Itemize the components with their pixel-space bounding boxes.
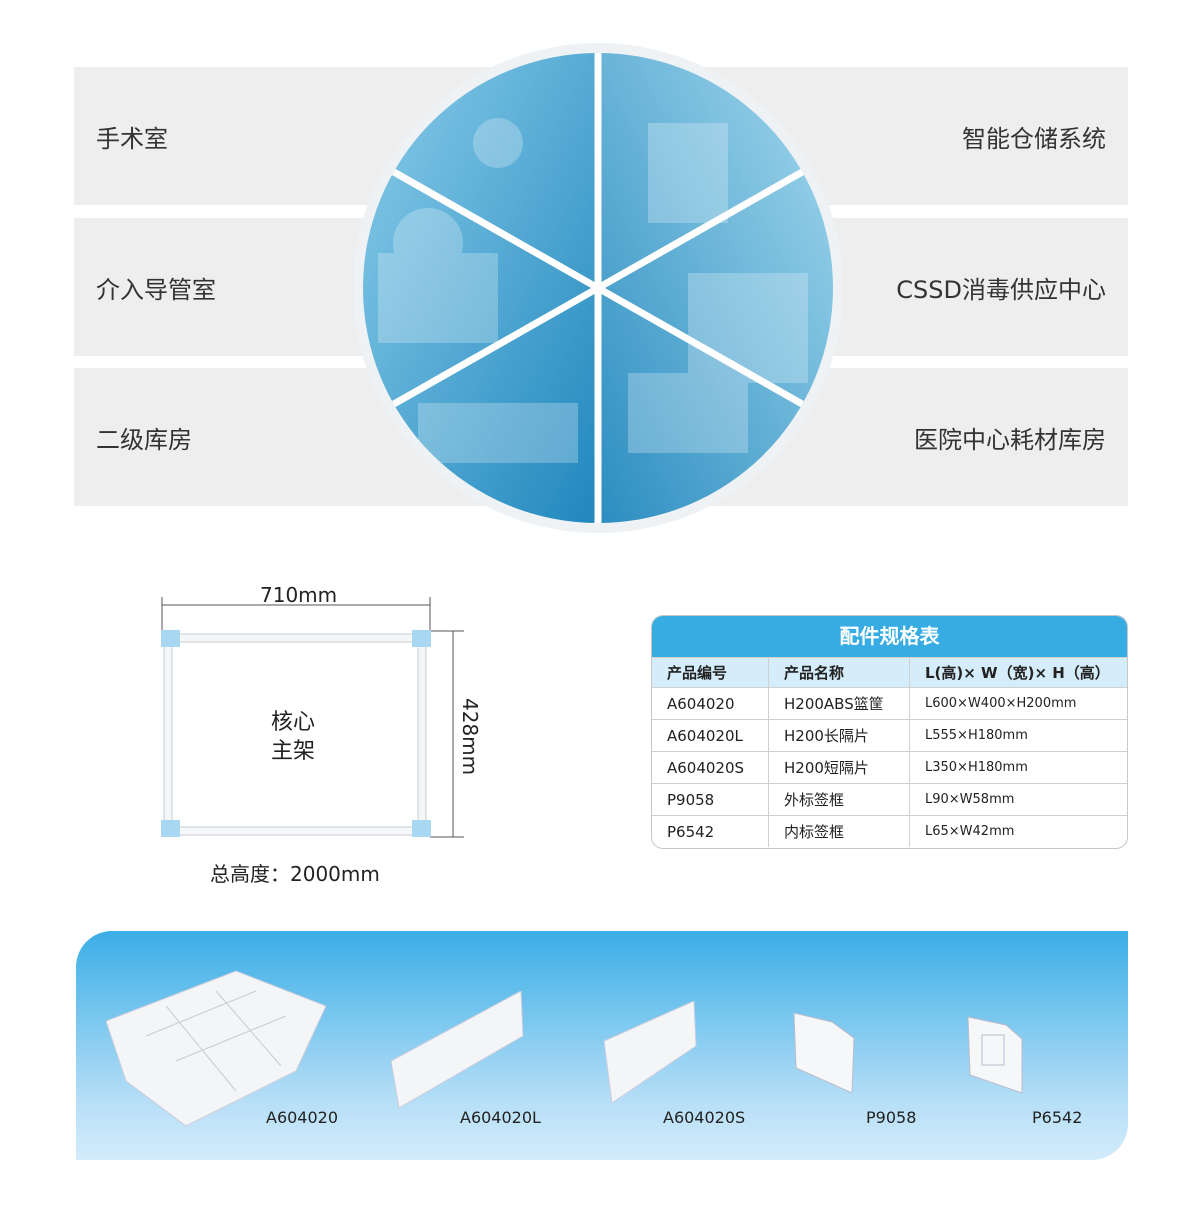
table-cell: L555×H180mm xyxy=(925,728,1028,743)
table-cell: L350×H180mm xyxy=(925,760,1028,775)
product-label: P6542 xyxy=(1032,1108,1083,1127)
table-cell: A604020 xyxy=(652,688,769,719)
inner-label-frame-image xyxy=(967,1016,1023,1094)
center-label-2: 主架 xyxy=(271,739,316,764)
table-cell: A604020L xyxy=(652,720,769,751)
table-cell: H200短隔片 xyxy=(769,752,910,783)
long-divider-image xyxy=(391,991,524,1109)
table-cell: 外标签框 xyxy=(769,784,910,815)
table-cell: P9058 xyxy=(652,784,769,815)
outer-label-frame-image xyxy=(793,1012,855,1093)
scene-photo-wheel xyxy=(353,43,843,533)
scene-label: CSSD消毒供应中心 xyxy=(896,275,1106,304)
product-label: A604020L xyxy=(460,1108,541,1127)
depth-dimension: 428mm xyxy=(458,698,482,776)
header-cell: 产品名称 xyxy=(769,658,910,687)
scene-label: 介入导管室 xyxy=(96,275,216,304)
scene-label: 医院中心耗材库房 xyxy=(914,425,1106,454)
total-height: 总高度：2000mm xyxy=(210,862,380,886)
product-label: A604020S xyxy=(663,1108,746,1127)
table-cell: 内标签框 xyxy=(769,816,910,847)
table-cell: H200长隔片 xyxy=(769,720,910,751)
product-label: A604020 xyxy=(266,1108,339,1127)
table-cell: L600×W400×H200mm xyxy=(925,696,1077,711)
table-cell: L65×W42mm xyxy=(925,824,1015,839)
table-cell: A604020S xyxy=(652,752,769,783)
product-showcase: A604020 A604020L A604020S P9058 P6542 xyxy=(76,931,1128,1160)
frame-drawing xyxy=(161,597,464,838)
core-frame-diagram: 710mm 428mm 核心 主架 总高度：2000mm xyxy=(150,575,490,895)
width-dimension: 710mm xyxy=(260,583,338,607)
table-title: 配件规格表 xyxy=(652,616,1127,657)
header-cell: 产品编号 xyxy=(652,658,769,687)
scene-label: 二级库房 xyxy=(96,425,192,454)
spec-table: 配件规格表 产品编号 产品名称 L(高)× W（宽)× H（高） A604020… xyxy=(651,615,1128,849)
table-cell: L90×W58mm xyxy=(925,792,1015,807)
center-label-1: 核心 xyxy=(271,710,316,735)
header-cell: L(高)× W（宽)× H（高） xyxy=(925,664,1110,682)
table-cell: H200ABS篮筐 xyxy=(769,688,910,719)
scene-label: 智能仓储系统 xyxy=(962,124,1106,153)
table-header-row: 产品编号 产品名称 L(高)× W（宽)× H（高） xyxy=(652,657,1127,687)
product-label: P9058 xyxy=(866,1108,917,1127)
table-cell: P6542 xyxy=(652,816,769,847)
scene-label: 手术室 xyxy=(96,124,168,153)
basket-image xyxy=(106,970,327,1127)
short-divider-image xyxy=(604,1001,697,1104)
